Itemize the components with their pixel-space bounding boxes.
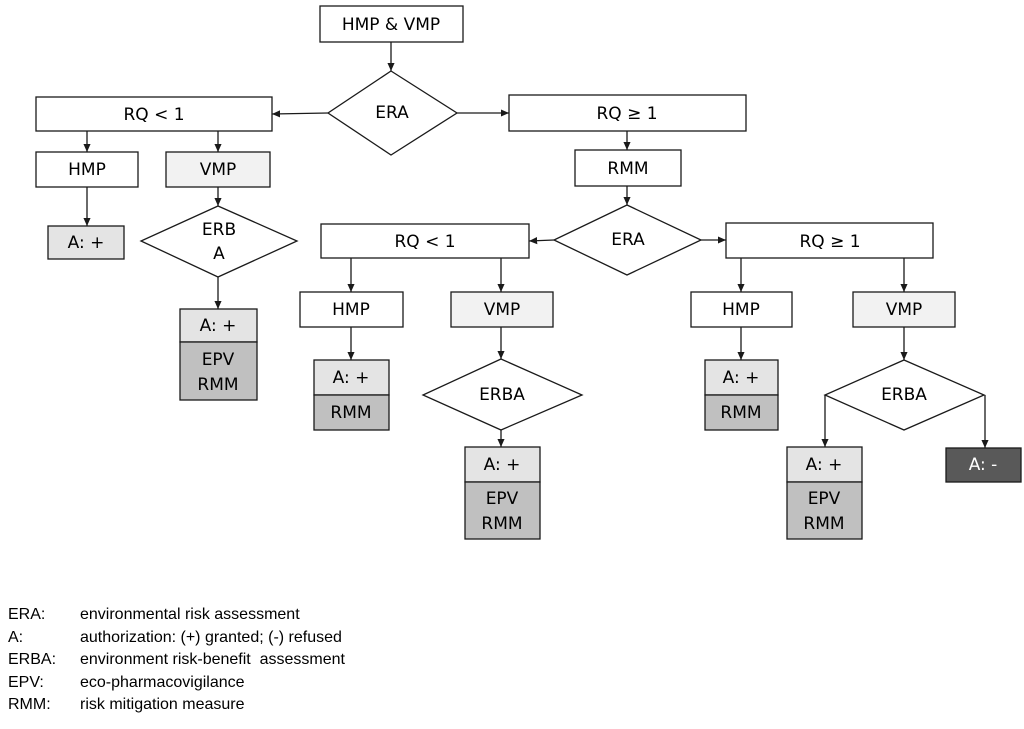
epv-label-1: EPV [202,350,235,370]
era-decision-second-label: ERA [611,230,645,250]
legend-text: risk mitigation measure [80,696,245,713]
era-decision-main-label: ERA [375,103,409,123]
vmp-left-label: VMP [200,160,237,180]
start-node: HMP & VMP [319,5,464,43]
auth-granted-label-5: A: + [723,368,760,388]
erba-decision-right: ERBA [823,359,986,431]
hmp-right-label: HMP [722,300,760,320]
auth-granted-box-1: A: + [47,225,125,260]
rmm-label-1: RMM [197,375,238,395]
rq-lt1-left-box: RQ < 1 [35,96,273,132]
auth-granted-box-4: A: + [464,446,541,483]
auth-granted-box-6: A: + [786,446,863,483]
legend-abbr: A: [8,628,24,646]
rmm-label-3: RMM [330,403,371,423]
auth-granted-label-6: A: + [806,455,843,475]
rq-lt1-mid-box: RQ < 1 [320,223,530,259]
auth-granted-label-4: A: + [484,455,521,475]
rmm-top-label: RMM [607,159,648,179]
legend-row-era: ERA: environmental risk assessment [8,604,345,627]
edge-era-rq-left [271,110,329,118]
legend-abbr: RMM: [8,696,51,713]
legend: ERA: environmental risk assessment A: au… [8,604,345,717]
auth-granted-box-3: A: + [313,359,390,396]
erba-left-label-line2: A [213,244,225,264]
hmp-left-box: HMP [35,151,139,188]
auth-refused-box: A: - [945,447,1022,483]
legend-abbr: ERA: [8,606,46,623]
legend-text: eco-pharmacovigilance [80,673,245,691]
rq-lt1-mid-label: RQ < 1 [394,232,455,252]
legend-abbr: ERBA: [8,651,57,668]
rq-ge1-right-box: RQ ≥ 1 [725,222,934,259]
legend-row-a: A: authorization: (+) granted; (-) refus… [8,627,345,650]
rq-ge1-right-label: RQ ≥ 1 [799,232,860,252]
erba-left-label-line1: ERB [202,220,236,240]
epv-rmm-box-1: EPV RMM [179,341,258,401]
legend-text: authorization: (+) granted; (-) refused [80,628,342,646]
auth-refused-label: A: - [969,455,998,475]
vmp-right-box: VMP [852,291,956,328]
rq-ge1-top-label: RQ ≥ 1 [596,104,657,124]
epv-rmm-box-6: EPV RMM [786,481,863,540]
auth-granted-label-3: A: + [333,368,370,388]
era-decision-second: ERA [552,204,703,276]
epv-rmm-box-4: EPV RMM [464,481,541,540]
hmp-left-label: HMP [68,160,106,180]
rmm-label-6: RMM [803,514,844,534]
vmp-right-label: VMP [886,300,923,320]
erba-decision-mid: ERBA [421,358,584,431]
hmp-mid-label: HMP [332,300,370,320]
auth-granted-box-5: A: + [704,359,779,396]
era-decision-main: ERA [326,70,459,156]
rq-ge1-top-box: RQ ≥ 1 [508,94,747,132]
rmm-top-box: RMM [574,149,682,187]
epv-label-6: EPV [808,489,841,509]
vmp-left-box: VMP [165,151,271,188]
rmm-box-5: RMM [704,394,779,431]
hmp-mid-box: HMP [299,291,404,328]
legend-text: environment risk-benefit assessment [80,651,345,668]
erba-decision-left: ERB A [139,205,299,278]
vmp-mid-box: VMP [450,291,554,328]
rmm-box-3: RMM [313,394,390,431]
rq-lt1-left-label: RQ < 1 [123,105,184,125]
auth-granted-label-1: A: + [68,233,105,253]
edge-era2-rq-mid [528,237,555,245]
legend-abbr: EPV: [8,673,44,691]
legend-row-epv: EPV: eco-pharmacovigilance [8,672,345,695]
legend-row-erba: ERBA: environment risk-benefit assessmen… [8,649,345,672]
hmp-right-box: HMP [690,291,793,328]
epv-label-4: EPV [486,489,519,509]
connectors [83,42,989,448]
rmm-label-5: RMM [720,403,761,423]
rmm-label-4: RMM [481,514,522,534]
legend-text: environmental risk assessment [80,606,300,623]
vmp-mid-label: VMP [484,300,521,320]
auth-granted-label-2: A: + [200,316,237,336]
legend-row-rmm: RMM: risk mitigation measure [8,694,345,717]
erba-mid-label: ERBA [479,385,525,405]
start-node-label: HMP & VMP [342,15,440,35]
auth-granted-box-2: A: + [179,308,258,343]
erba-right-label: ERBA [881,385,927,405]
